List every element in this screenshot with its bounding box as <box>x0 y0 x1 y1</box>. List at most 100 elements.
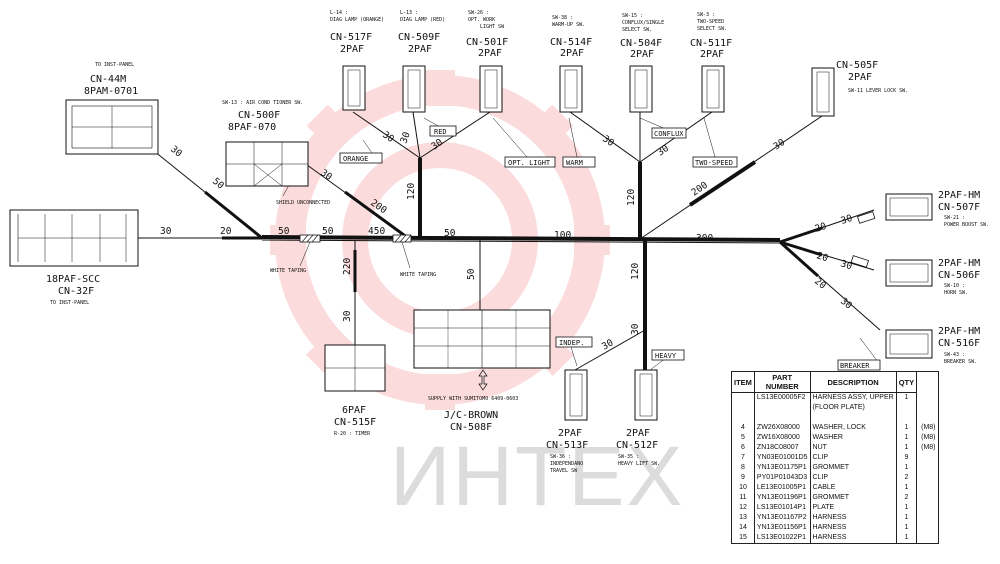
taping-right: WHITE TAPING <box>400 272 436 278</box>
labels: TO INST-PANEL CN-44M 8PAM-0701 18PAF-SCC… <box>46 10 989 474</box>
note-cell <box>917 493 938 503</box>
len-trunk-450: 450 <box>368 226 385 237</box>
len-spine-120a: 120 <box>406 183 417 200</box>
note-cell: (M8) <box>921 434 936 441</box>
cn-507f-id: CN-507F <box>938 202 980 213</box>
note-cell <box>917 403 938 413</box>
tag-conflux: CONFLUX <box>654 130 684 138</box>
cn-512f-note1: SW-35 : <box>618 454 639 460</box>
tag-indep: INDEP. <box>559 339 584 347</box>
item-cell: 5 <box>731 433 755 443</box>
cn-514f-type: 2PAF <box>560 48 584 59</box>
cn-514f-note1: SW-38 : <box>552 15 573 21</box>
len-cn506f-20: 20 <box>815 250 830 264</box>
qty-cell: 1 <box>895 523 918 533</box>
cn-504f-type: 2PAF <box>630 49 654 60</box>
qty-cell <box>895 413 918 423</box>
cn-511f-type: 2PAF <box>700 49 724 60</box>
harness-wires <box>117 111 881 391</box>
cn-511f-id: CN-511F <box>690 38 732 49</box>
len-cn507f-30: 30 <box>840 213 855 227</box>
cn-509f-housing <box>402 65 426 113</box>
qty-cell: 1 <box>895 483 918 493</box>
qty-cell: 1 <box>895 433 918 443</box>
qty-cell: 1 <box>895 503 918 513</box>
description-cell <box>809 413 897 423</box>
qty-cell: 2 <box>895 493 918 503</box>
cn-512f-housing <box>634 369 658 421</box>
table-row <box>731 413 939 423</box>
len-cn511f-30: 30 <box>655 143 671 159</box>
cn-500f-housing <box>225 141 309 187</box>
cn-505f-type: 2PAF <box>848 72 872 83</box>
cn-504f-housing <box>629 65 653 113</box>
cn-517f-id: CN-517F <box>330 32 372 43</box>
len-cn516f-30: 30 <box>838 296 854 312</box>
cn-501f-note1: SW-26 : <box>468 10 489 16</box>
note-cell: (M8) <box>921 424 936 431</box>
note-cell <box>917 463 938 473</box>
table-row: (FLOOR PLATE) <box>731 403 939 413</box>
cn-506f-type: 2PAF-HM <box>938 258 980 269</box>
cn-512f-id: CN-512F <box>616 440 658 451</box>
cn-44m-type: 8PAM-0701 <box>84 86 138 97</box>
cn-505f-id: CN-505F <box>836 60 878 71</box>
cn-511f-note1: SW-3 : <box>697 12 715 18</box>
len-cn506f-30: 30 <box>839 258 854 272</box>
len-cn513f-30: 30 <box>600 337 616 352</box>
cn-505f-housing <box>811 67 835 117</box>
item-cell: 4 <box>731 423 755 433</box>
len-trunk-50a: 50 <box>278 226 290 237</box>
item-cell: 8 <box>731 463 755 473</box>
note-cell <box>917 473 938 483</box>
part-number-cell <box>753 403 811 413</box>
len-trunk-300: 300 <box>696 233 713 244</box>
len-cn515f-220: 220 <box>342 258 353 275</box>
item-cell: 14 <box>731 523 755 533</box>
item-cell: 9 <box>731 473 755 483</box>
cn-511f-note3: SELECT SW. <box>697 26 727 32</box>
cn-514f-housing <box>559 65 583 113</box>
qty-cell <box>895 403 918 413</box>
cn-501f-note3: LIGHT SW <box>480 24 505 30</box>
qty-cell: 1 <box>895 443 918 453</box>
cn-516f-type: 2PAF-HM <box>938 326 980 337</box>
len-cn515f-30: 30 <box>342 310 353 322</box>
item-cell: 15 <box>731 533 755 544</box>
description-cell: HARNESS ASSY, UPPER <box>809 392 897 403</box>
len-cn44m-50: 50 <box>210 176 226 192</box>
cn-507f-housing <box>885 193 933 221</box>
parts-list-table: ITEM PART NUMBER DESCRIPTION QTY LS13E00… <box>731 371 939 544</box>
watermark-text: ИНТЕХ <box>390 429 684 523</box>
tag-opt-light: OPT. LIGHT <box>508 159 551 167</box>
cn-516f-housing <box>885 329 933 359</box>
cn-506f-id: CN-506F <box>938 270 980 281</box>
cn-501f-housing <box>479 65 503 113</box>
len-cn507f-20: 20 <box>814 221 829 235</box>
note-cell <box>917 453 938 463</box>
cn-517f-note2: DIAG LAMP (ORANGE) <box>330 17 384 23</box>
cn-513f-id: CN-513F <box>546 440 588 451</box>
tag-orange: ORANGE <box>343 155 368 163</box>
item-cell: 6 <box>731 443 755 453</box>
description-cell: NUT <box>809 443 897 453</box>
cn-508f-name: J/C-BROWN <box>444 410 498 421</box>
cn-504f-note2: CONFLUX/SINGLE <box>622 20 664 26</box>
cn-508f-supply: SUPPLY WITH SUMITOMO 6409-0603 <box>428 396 518 402</box>
qty-cell: 9 <box>895 453 918 463</box>
item-cell <box>731 403 755 413</box>
part-number-cell: LS13E01014P1 <box>753 503 811 513</box>
description-cell: GROMMET <box>809 493 897 503</box>
description-cell: WASHER <box>809 433 897 443</box>
cn-509f-note1: L-13 : <box>400 10 418 16</box>
tag-red: RED <box>434 128 447 136</box>
col-description-header: DESCRIPTION <box>809 371 897 393</box>
part-number-cell: PY01P01043D3 <box>753 473 811 483</box>
part-number-cell: ZW16X08000 <box>753 433 811 443</box>
cn-512f-type: 2PAF <box>626 428 650 439</box>
